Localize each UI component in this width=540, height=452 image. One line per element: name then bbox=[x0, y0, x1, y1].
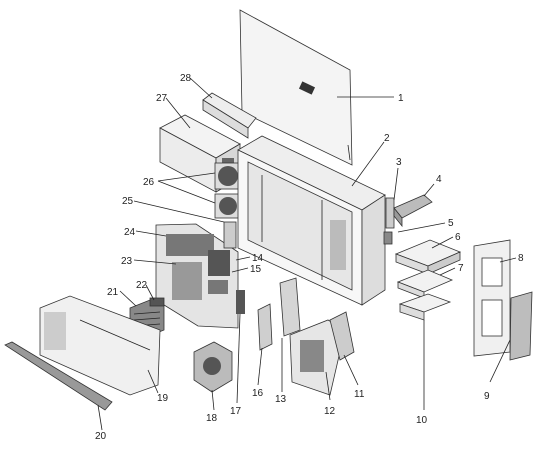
callout-13: 13 bbox=[275, 394, 287, 405]
callout-25: 25 bbox=[122, 196, 134, 207]
drive-10-part bbox=[398, 293, 452, 321]
side-cover-part bbox=[239, 9, 353, 166]
chassis-part bbox=[237, 135, 386, 306]
bay-bracket-part bbox=[383, 194, 433, 245]
callout-15: 15 bbox=[250, 264, 262, 275]
front-bezel-part bbox=[473, 239, 511, 357]
fan-part bbox=[214, 162, 242, 219]
rail-strip-part bbox=[4, 341, 113, 411]
callout-20: 20 bbox=[95, 431, 107, 442]
leader-lines bbox=[97, 77, 517, 431]
callout-labels: 1 2 3 4 5 6 7 8 9 10 11 12 13 14 15 16 1… bbox=[95, 73, 524, 442]
drive-cage-part bbox=[289, 311, 355, 396]
callout-21: 21 bbox=[107, 287, 119, 298]
callout-9: 9 bbox=[484, 391, 490, 402]
callout-28: 28 bbox=[180, 73, 192, 84]
callout-17: 17 bbox=[230, 406, 242, 417]
callout-12: 12 bbox=[324, 406, 336, 417]
cable-part bbox=[223, 221, 237, 249]
microprocessor-part bbox=[149, 297, 165, 307]
callout-18: 18 bbox=[206, 413, 218, 424]
bracket-part bbox=[257, 303, 273, 351]
system-board-part bbox=[155, 223, 245, 329]
callout-10: 10 bbox=[416, 415, 428, 426]
callout-5: 5 bbox=[448, 218, 454, 229]
callout-6: 6 bbox=[455, 232, 461, 243]
fan-cage-part bbox=[39, 295, 161, 396]
callout-22: 22 bbox=[136, 280, 148, 291]
bezel-door-part bbox=[509, 291, 533, 361]
callout-23: 23 bbox=[121, 256, 133, 267]
callout-24: 24 bbox=[124, 227, 136, 238]
adapter-card-part bbox=[279, 277, 301, 337]
callout-2: 2 bbox=[384, 133, 390, 144]
callout-16: 16 bbox=[252, 388, 264, 399]
drive-6-part bbox=[394, 239, 462, 275]
callout-27: 27 bbox=[156, 93, 168, 104]
callout-8: 8 bbox=[518, 253, 524, 264]
callout-7: 7 bbox=[458, 263, 464, 274]
callout-19: 19 bbox=[157, 393, 169, 404]
callout-4: 4 bbox=[436, 174, 442, 185]
callout-11: 11 bbox=[354, 389, 365, 400]
fan-module-part bbox=[193, 341, 233, 393]
callout-1: 1 bbox=[398, 93, 404, 104]
callout-14: 14 bbox=[252, 253, 264, 264]
callout-26: 26 bbox=[143, 177, 155, 188]
drive-7-part bbox=[396, 269, 454, 299]
callout-3: 3 bbox=[396, 157, 402, 168]
